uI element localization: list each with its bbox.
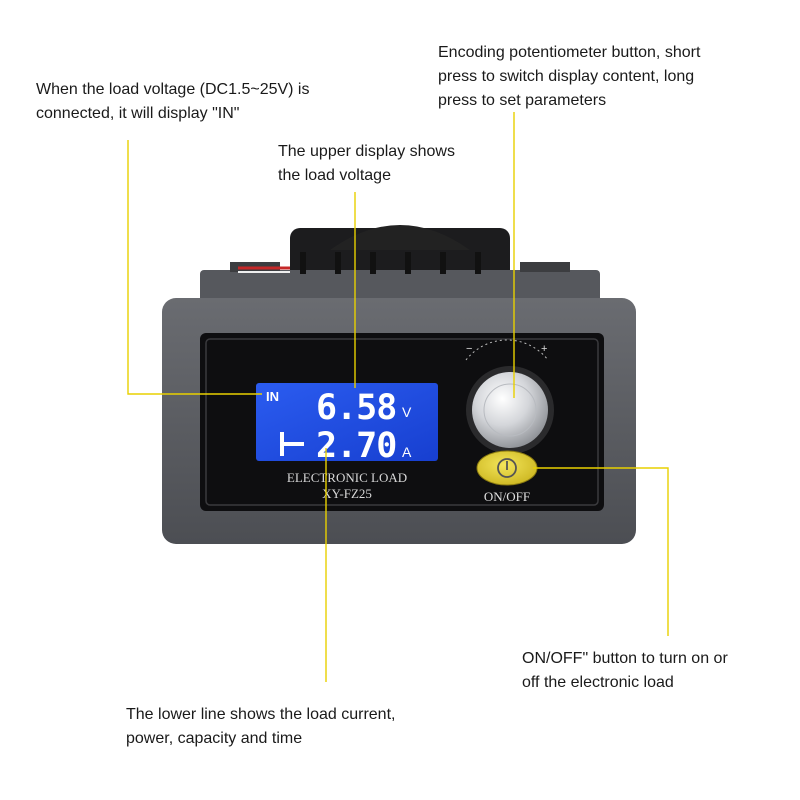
lcd-in-label: IN	[266, 389, 279, 404]
encoder-knob[interactable]: − +	[465, 339, 554, 454]
brand-line-2: XY-FZ25	[322, 486, 372, 501]
onoff-label: ON/OFF	[484, 489, 530, 504]
onoff-button[interactable]	[476, 450, 538, 486]
lcd-current-unit: A	[402, 444, 412, 460]
knob-minus-label: −	[466, 343, 472, 355]
power-icon	[497, 458, 517, 478]
lcd-display: IN 6.58 V 2.70 A	[256, 383, 438, 466]
callout-onoff: ON/OFF" button to turn on or off the ele…	[522, 650, 728, 691]
brand-line-1: ELECTRONIC LOAD	[287, 470, 407, 485]
lcd-voltage-unit: V	[402, 404, 412, 420]
lcd-current-value: 2.70	[316, 426, 396, 466]
rear-housing	[200, 225, 600, 310]
leader-in	[127, 140, 262, 395]
lcd-voltage-value: 6.58	[316, 388, 396, 428]
callout-knob: Encoding potentiometer button, short pre…	[438, 44, 701, 109]
callout-upper-display: The upper display shows the load voltage	[278, 143, 455, 184]
knob-plus-label: +	[541, 343, 547, 355]
callout-lower-line: The lower line shows the load current, p…	[126, 706, 396, 747]
leader-onoff	[533, 467, 669, 636]
callout-in-indicator: When the load voltage (DC1.5~25V) is con…	[36, 81, 310, 122]
lcd-current-indicator-icon	[280, 432, 304, 456]
callout-leaders	[127, 112, 669, 682]
